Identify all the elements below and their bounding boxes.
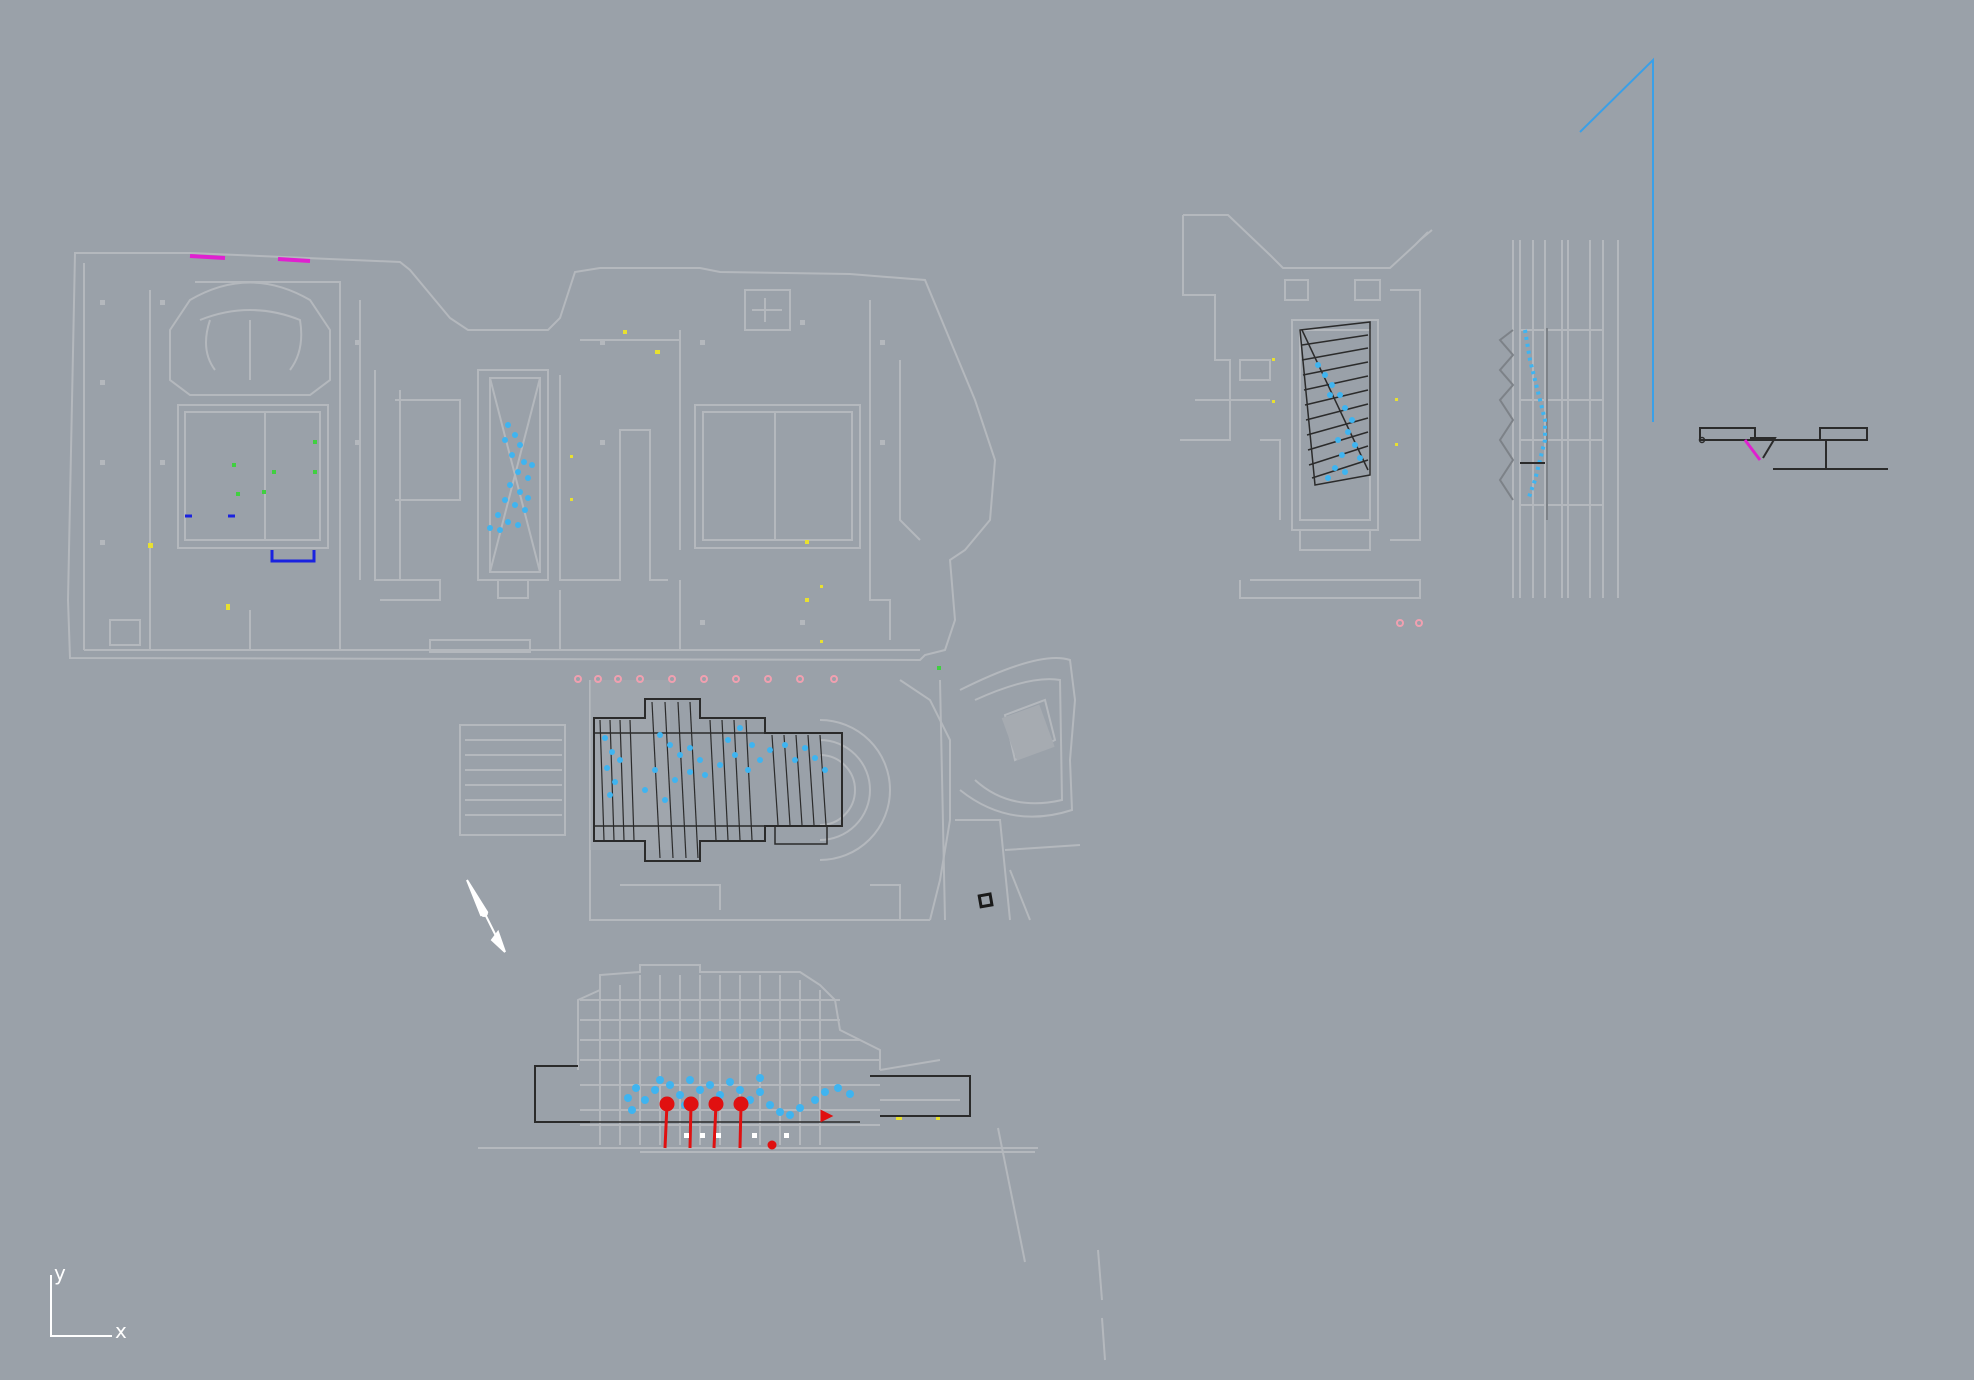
vertical-section-dark [1498,328,1548,520]
section-red-trees [659,1096,834,1150]
atrium-detail-blue-points [1315,362,1363,481]
section-blue-points [624,1074,854,1119]
section-white-marks [684,1133,789,1138]
north-arrow-icon [466,879,506,953]
vertical-section-blue-points [1523,329,1547,501]
vertical-section[interactable] [1512,240,1619,598]
axis-y-label: y [54,1261,66,1285]
profile-detail[interactable] [1699,427,1888,470]
main-floor-plan[interactable] [66,252,997,662]
dark-square-marker [977,892,994,909]
profile-node [1698,436,1706,444]
yellow-markers [148,330,823,643]
magenta-markers [189,254,311,263]
light-blue-guide-line [1579,57,1654,422]
atrium-detail-plan[interactable] [1180,214,1433,599]
plaza-plan[interactable] [459,657,1081,921]
section-dark-frame[interactable] [534,1065,971,1123]
plaza-blue-points [602,725,828,803]
atrium-detail-yellow [1272,358,1398,446]
blue-outline-element [270,550,316,563]
profile-magenta-segment [1743,439,1762,461]
atrium-blue-points [487,422,535,533]
axis-gizmo-icon [50,1275,112,1337]
green-markers [232,440,941,670]
axis-x-label: x [115,1319,127,1343]
section-yellow-marks [896,1117,940,1120]
dark-hatch-lines [599,701,827,859]
atrium-detail-hatch [1299,321,1371,486]
section-elevation[interactable] [478,964,1106,1361]
plaza-grey-fill [590,680,1055,850]
plaza-inner-box [774,825,828,845]
pink-circle-markers [574,619,1423,683]
plan-column-markers [100,300,885,625]
